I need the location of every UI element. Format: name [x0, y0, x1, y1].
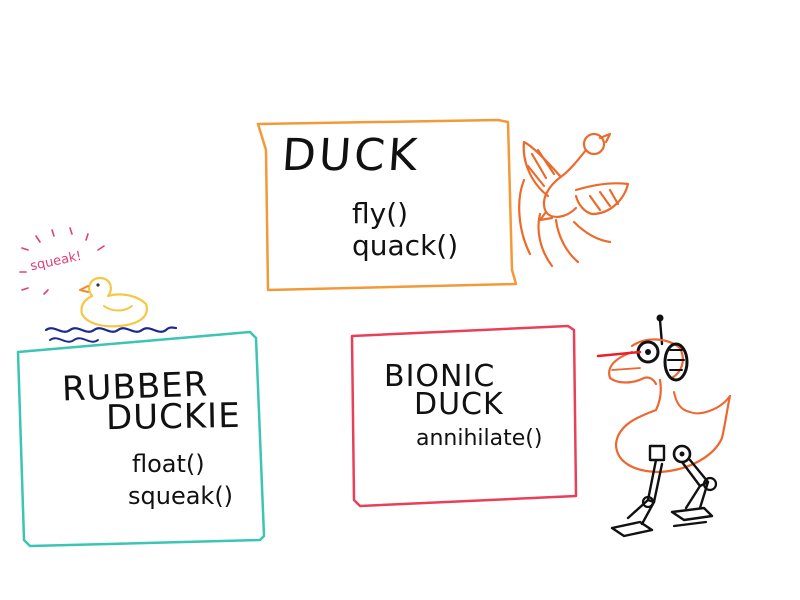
- bionic-duck-drawing: [596, 314, 732, 538]
- duck-method-fly: fly(): [352, 197, 409, 230]
- duck-class-title: DUCK: [280, 130, 422, 181]
- flying-duck-drawing: [518, 132, 630, 268]
- rubber-duckie-box: [16, 330, 266, 548]
- bionic-duck-method-annihilate: annihilate(): [416, 426, 543, 451]
- rubber-duckie-method-squeak: squeak(): [128, 482, 234, 510]
- duck-box: [256, 118, 518, 292]
- duck-method-quack: quack(): [352, 229, 459, 262]
- bionic-duck-title-line2: DUCK: [414, 387, 504, 422]
- rubber-duckie-title-line2: DUCKIE: [105, 395, 241, 439]
- bionic-duck-box: [350, 324, 578, 508]
- rubber-duckie-method-float: float(): [132, 450, 205, 478]
- bionic-duck-title-line1: BIONIC: [384, 359, 496, 394]
- rubber-duck-drawing: [44, 276, 178, 343]
- squeak-sound-lines: [19, 227, 105, 295]
